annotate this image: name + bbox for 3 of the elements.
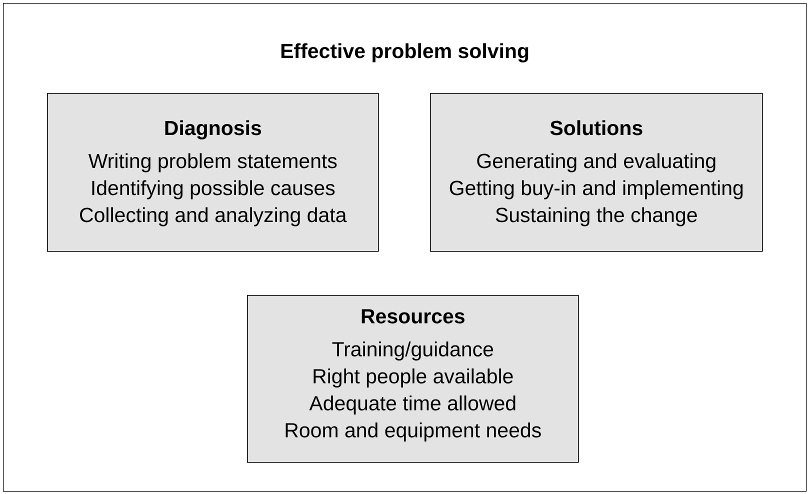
text-box: Solutions Generating and evaluating Getting buy-in and implementing Sustaining the change	[430, 93, 763, 252]
text-box: Diagnosis Writing problem statements Identifying possible causes Collecting and analyzing data	[47, 93, 379, 252]
text-box: Resources Training/guidance Right people available Adequate time allowed Room and equipment needs	[247, 295, 579, 463]
